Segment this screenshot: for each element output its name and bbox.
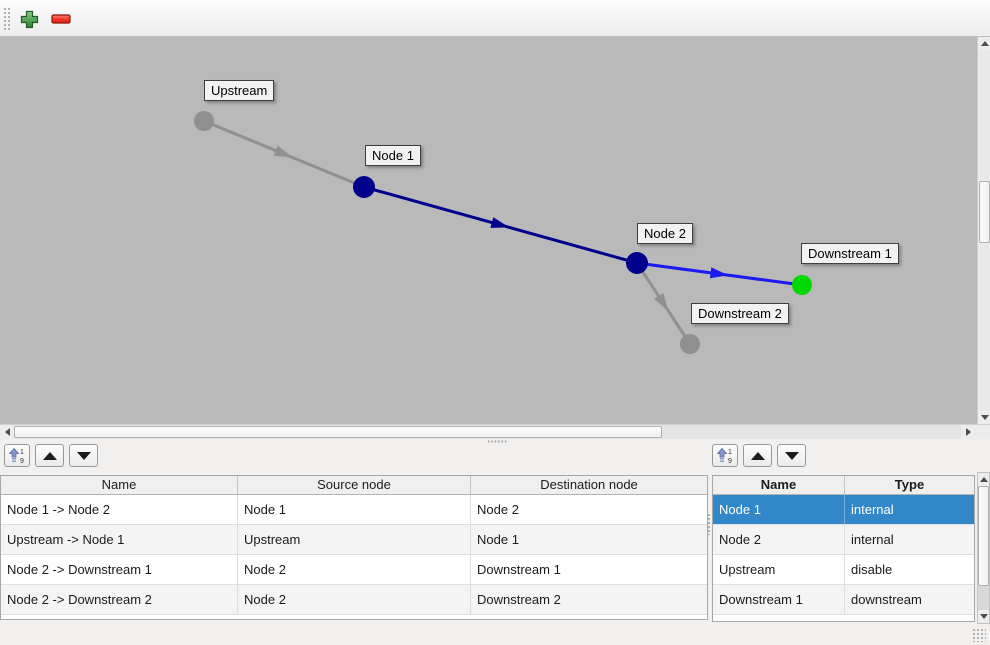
main-toolbar (0, 0, 990, 37)
graph-node[interactable] (626, 252, 648, 274)
vertical-scroll-thumb[interactable] (979, 181, 990, 243)
table-cell: Downstream 1 (713, 585, 845, 614)
svg-text:9: 9 (728, 458, 732, 464)
nodes-table-header: Name Type (713, 476, 974, 495)
table-cell: internal (851, 502, 894, 517)
scrollbar-corner (975, 424, 990, 439)
graph-node[interactable] (353, 176, 375, 198)
down-arrow-icon (979, 614, 988, 619)
table-row[interactable]: Node 2 internal (713, 525, 974, 555)
node-label[interactable]: Node 1 (365, 145, 421, 166)
graph-svg (194, 111, 812, 354)
window-resize-grip[interactable] (972, 628, 986, 642)
graph-node[interactable] (194, 111, 214, 131)
nodes-move-up-button[interactable] (743, 444, 772, 467)
plus-icon (20, 10, 38, 28)
column-header[interactable]: Type (894, 477, 925, 492)
left-arrow-icon (4, 428, 10, 436)
node-label[interactable]: Node 2 (637, 223, 693, 244)
scroll-down-button[interactable] (978, 610, 989, 623)
table-cell: Upstream (238, 525, 471, 554)
scroll-up-button[interactable] (978, 473, 989, 486)
table-cell: Node 2 -> Downstream 2 (1, 585, 238, 614)
nodes-move-down-button[interactable] (777, 444, 806, 467)
add-button[interactable] (17, 7, 41, 31)
splitter-grip-icon (487, 440, 507, 443)
nodes-table-scrollbar[interactable] (977, 472, 990, 624)
table-cell: Node 2 (477, 502, 519, 517)
svg-text:1: 1 (728, 449, 732, 456)
nodes-sort-button[interactable]: 1 9 (712, 444, 738, 467)
right-arrow-icon (965, 428, 971, 436)
scroll-down-button[interactable] (978, 411, 990, 424)
sort-ascending-icon: 1 9 (8, 447, 24, 464)
edge-arrow-icon (709, 267, 729, 279)
table-cell: Node 2 -> Downstream 1 (1, 555, 238, 584)
column-header[interactable]: Name (1, 476, 238, 494)
svg-text:9: 9 (20, 458, 24, 464)
table-cell: Node 1 (238, 495, 471, 524)
sort-ascending-icon: 1 9 (716, 447, 732, 464)
toolbar-drag-handle[interactable] (3, 7, 11, 30)
horizontal-scroll-thumb[interactable] (14, 426, 662, 438)
pane-splitter[interactable] (0, 438, 990, 445)
down-arrow-icon (980, 415, 989, 420)
edges-move-up-button[interactable] (35, 444, 64, 467)
scroll-right-button[interactable] (961, 425, 975, 439)
table-cell: downstream (851, 592, 922, 607)
graph-node[interactable] (680, 334, 700, 354)
up-arrow-icon (42, 451, 57, 460)
canvas-horizontal-scrollbar[interactable] (0, 424, 975, 439)
up-arrow-icon (750, 451, 765, 460)
down-arrow-icon (784, 451, 799, 460)
table-row[interactable]: Node 1 internal (713, 495, 974, 525)
edge-arrow-icon (273, 145, 293, 158)
edge-arrow-icon (654, 293, 669, 311)
column-header[interactable]: Name (713, 476, 845, 494)
table-cell: Upstream (713, 555, 845, 584)
table-row[interactable]: Downstream 1 downstream (713, 585, 974, 615)
table-cell: internal (851, 532, 894, 547)
node-label[interactable]: Downstream 1 (801, 243, 899, 264)
node-label[interactable]: Downstream 2 (691, 303, 789, 324)
edges-move-down-button[interactable] (69, 444, 98, 467)
table-cell: Node 1 (713, 495, 845, 524)
table-cell: Upstream -> Node 1 (1, 525, 238, 554)
up-arrow-icon (979, 477, 988, 482)
table-cell: Node 2 (713, 525, 845, 554)
table-cell: Downstream 1 (477, 562, 561, 577)
column-header[interactable]: Destination node (540, 477, 638, 492)
edge-arrow-icon (490, 217, 510, 228)
table-cell: Node 2 (238, 555, 471, 584)
minus-icon (51, 14, 71, 24)
column-header[interactable]: Source node (238, 476, 471, 494)
graph-node[interactable] (792, 275, 812, 295)
down-arrow-icon (76, 451, 91, 460)
node-label[interactable]: Upstream (204, 80, 275, 101)
table-cell: Downstream 2 (477, 592, 561, 607)
edges-sort-button[interactable]: 1 9 (4, 444, 30, 467)
table-splitter[interactable] (706, 475, 712, 622)
up-arrow-icon (980, 41, 989, 46)
svg-text:1: 1 (20, 449, 24, 456)
scroll-left-button[interactable] (0, 425, 14, 439)
nodes-scroll-thumb[interactable] (978, 486, 989, 586)
scroll-up-button[interactable] (978, 37, 990, 50)
table-cell: disable (851, 562, 893, 577)
remove-button[interactable] (49, 7, 73, 31)
splitter-grip-icon (707, 513, 711, 535)
table-cell: Node 2 (238, 585, 471, 614)
table-cell: Node 1 -> Node 2 (1, 495, 238, 524)
table-row[interactable]: Upstream disable (713, 555, 974, 585)
table-cell: Node 1 (477, 532, 519, 547)
canvas-vertical-scrollbar[interactable] (977, 37, 990, 424)
